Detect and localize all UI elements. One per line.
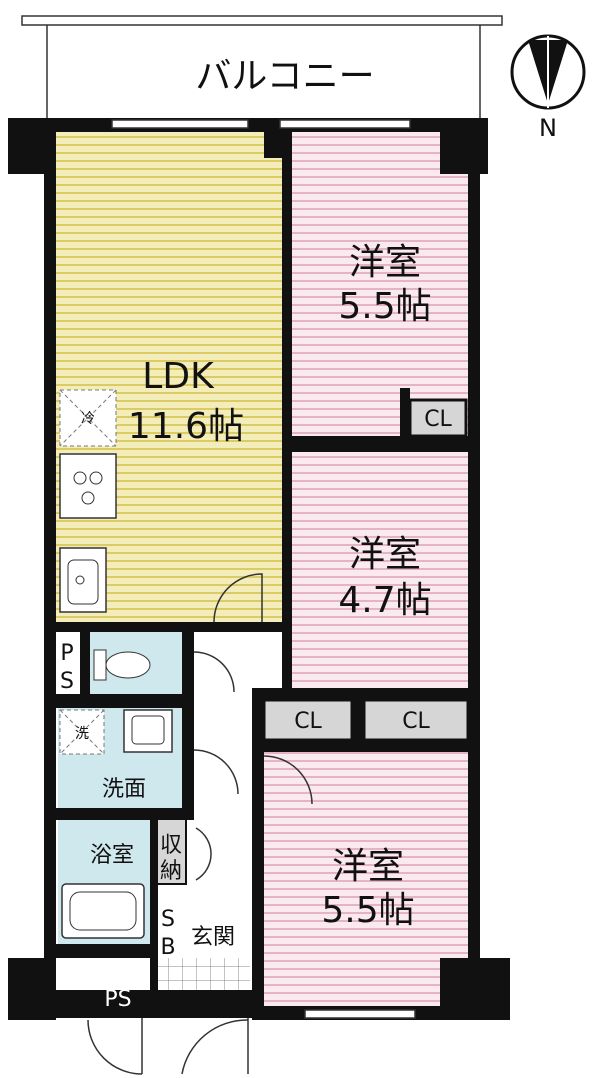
toilet-icon bbox=[93, 649, 151, 681]
closet-3-label: CL bbox=[402, 709, 430, 734]
ldk-size: 11.6帖 bbox=[128, 406, 244, 447]
washer-icon: 洗 bbox=[59, 709, 105, 755]
entrance-label: 玄関 bbox=[191, 925, 235, 950]
ps-label-1: P bbox=[60, 641, 73, 666]
western-room-1-label: 洋室 bbox=[349, 242, 421, 283]
bathtub-icon bbox=[61, 883, 145, 939]
mbps-label-2: PS bbox=[104, 987, 131, 1012]
washroom-label: 洗面 bbox=[102, 777, 146, 802]
balcony: バルコニー bbox=[21, 15, 503, 120]
bathroom-label: 浴室 bbox=[90, 843, 134, 868]
ps-label-2: S bbox=[60, 669, 74, 694]
storage-label-2: 納 bbox=[160, 859, 182, 884]
doors bbox=[87, 573, 313, 1075]
fridge-label: 冷 bbox=[81, 411, 95, 427]
kitchen-sink-icon bbox=[59, 547, 107, 613]
ldk-floor bbox=[55, 132, 285, 622]
north-arrow-icon: N bbox=[510, 34, 586, 142]
fridge-icon: 冷 bbox=[59, 389, 117, 447]
western-room-2-size: 4.7帖 bbox=[338, 580, 431, 621]
north-label: N bbox=[539, 114, 557, 142]
western-room-2-label: 洋室 bbox=[349, 534, 421, 575]
western-room-3-floor bbox=[262, 752, 468, 1008]
sb-label-1: S bbox=[161, 907, 175, 932]
storage-label-1: 収 bbox=[160, 833, 182, 858]
closet-1 bbox=[408, 398, 468, 438]
western-room-2-floor bbox=[290, 452, 468, 688]
western-room-1-size: 5.5帖 bbox=[338, 286, 431, 327]
ldk-label: LDK bbox=[142, 356, 215, 397]
western-room-3-label: 洋室 bbox=[332, 846, 404, 887]
western-room-1-floor bbox=[290, 132, 468, 438]
entrance-floor bbox=[154, 958, 250, 990]
balcony-label: バルコニー bbox=[195, 56, 374, 97]
mbps-label-1: MB bbox=[101, 959, 135, 984]
closet-2-label: CL bbox=[294, 709, 322, 734]
sb-label-2: B bbox=[160, 935, 175, 960]
vanity-sink-icon bbox=[123, 709, 173, 753]
stove-icon bbox=[59, 453, 117, 519]
washer-label: 洗 bbox=[75, 726, 89, 742]
windows bbox=[111, 119, 416, 1019]
closet-1-label: CL bbox=[424, 407, 452, 432]
western-room-3-size: 5.5帖 bbox=[321, 890, 414, 931]
